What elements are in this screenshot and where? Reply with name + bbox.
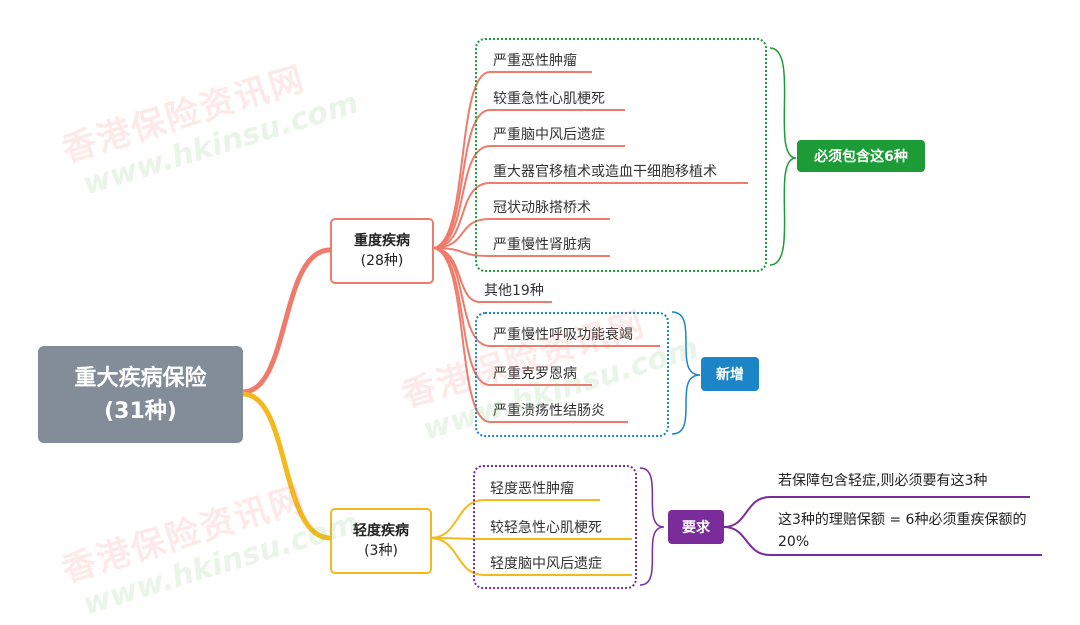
new-tag: 新增	[701, 357, 759, 391]
severe-item: 较重急性心肌梗死	[493, 91, 605, 107]
requirement-note: 若保障包含轻症,则必须要有这3种	[778, 473, 988, 489]
severe-new-item: 严重慢性呼吸功能衰竭	[493, 327, 633, 343]
requirement-tag: 要求	[668, 510, 724, 544]
severe-item: 重大器官移植术或造血干细胞移植术	[493, 164, 717, 180]
root-node: 重大疾病保险 (31种)	[38, 346, 243, 443]
mild-title: 轻度疾病	[353, 523, 409, 539]
severe-title: 重度疾病	[354, 233, 410, 249]
severe-item: 严重脑中风后遗症	[493, 127, 605, 143]
mild-count: (3种)	[364, 543, 398, 559]
mild-item: 较轻急性心肌梗死	[490, 520, 602, 536]
root-title: 重大疾病保险	[74, 365, 207, 391]
root-count: (31种)	[104, 398, 177, 424]
mild-item: 轻度脑中风后遗症	[490, 556, 602, 572]
severe-new-item: 严重溃疡性结肠炎	[493, 403, 605, 419]
requirement-note: 这3种的理赔保额 = 6种必须重疾保额的20%	[778, 512, 1027, 550]
severe-item-other: 其他19种	[484, 283, 544, 299]
severe-item: 严重恶性肿瘤	[493, 53, 577, 69]
required-group-box	[475, 38, 767, 272]
mild-item: 轻度恶性肿瘤	[490, 481, 574, 497]
new-group-box	[475, 312, 669, 437]
severe-new-item: 严重克罗恩病	[493, 366, 577, 382]
severe-item: 冠状动脉搭桥术	[493, 200, 591, 216]
severe-item: 严重慢性肾脏病	[493, 237, 591, 253]
severe-disease-node: 重度疾病 (28种)	[330, 218, 434, 284]
mild-group-box	[473, 465, 637, 589]
required-tag: 必须包含这6种	[797, 140, 925, 172]
mild-disease-node: 轻度疾病 (3种)	[330, 508, 432, 574]
severe-count: (28种)	[360, 253, 404, 269]
